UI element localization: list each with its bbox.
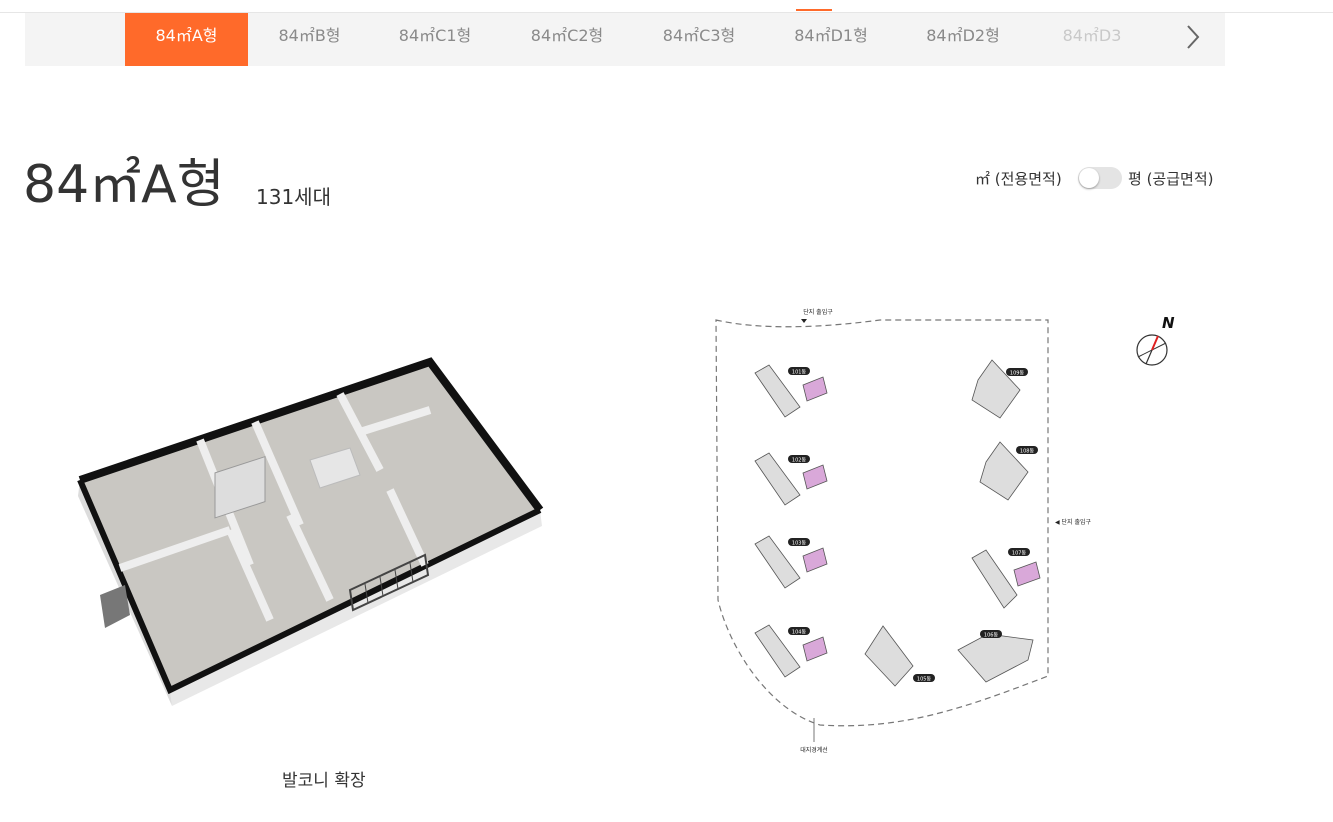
site-right-entrance-label: ◀ 단지 출입구	[1055, 518, 1092, 526]
tab-84b[interactable]: 84㎡B형	[278, 26, 341, 45]
unit-toggle-switch[interactable]	[1078, 167, 1122, 189]
tab-84d2[interactable]: 84㎡D2형	[926, 26, 1000, 45]
tab-84c1[interactable]: 84㎡C1형	[398, 26, 472, 45]
svg-text:105동: 105동	[917, 677, 932, 683]
svg-text:101동: 101동	[792, 370, 807, 376]
building-105: 105동	[864, 625, 935, 687]
svg-text:104동: 104동	[792, 630, 807, 636]
building-102: 102동	[754, 452, 828, 506]
unit-type-tabs: 84㎡A형 84㎡B형 84㎡C1형 84㎡C2형 84㎡C3형 84㎡D1형 …	[25, 13, 1225, 66]
building-108: 108동	[979, 441, 1038, 501]
page-title: 84㎡A형	[23, 155, 225, 215]
building-109: 109동	[971, 359, 1028, 419]
tab-84d1[interactable]: 84㎡D1형	[794, 26, 868, 45]
floorplan-caption: 발코니 확장	[282, 771, 366, 791]
building-107: 107동	[971, 548, 1041, 609]
svg-text:102동: 102동	[792, 458, 807, 464]
active-marker	[796, 9, 832, 11]
tab-84c3[interactable]: 84㎡C3형	[662, 26, 736, 45]
toggle-knob	[1079, 168, 1099, 188]
unit-label-sqm: ㎡ (전용면적)	[975, 170, 1062, 188]
tab-84c2[interactable]: 84㎡C2형	[530, 26, 604, 45]
chevron-right-icon[interactable]	[1177, 21, 1209, 53]
building-101: 101동	[754, 364, 828, 418]
svg-text:N: N	[1162, 314, 1175, 332]
svg-text:108동: 108동	[1020, 449, 1035, 455]
site-top-entrance-label: 단지 출입구	[803, 308, 833, 316]
svg-text:103동: 103동	[792, 541, 807, 547]
building-103: 103동	[754, 535, 828, 589]
svg-text:106동: 106동	[984, 633, 999, 639]
svg-text:107동: 107동	[1012, 551, 1027, 557]
building-104: 104동	[754, 624, 828, 678]
north-compass-icon: N	[1136, 314, 1175, 366]
building-106: 106동	[957, 630, 1034, 683]
floorplan-3d-image	[77, 357, 544, 706]
tab-84a[interactable]: 84㎡A형	[125, 13, 248, 66]
unit-label-pyeong: 평 (공급면적)	[1128, 170, 1214, 188]
top-divider	[0, 12, 1333, 13]
svg-text:109동: 109동	[1010, 371, 1025, 377]
household-count: 131세대	[256, 185, 331, 209]
site-boundary-label: 대지경계선	[800, 746, 828, 754]
tab-84d3[interactable]: 84㎡D3	[1062, 26, 1122, 45]
site-plan-image: 단지 출입구 ◀ 단지 출입구 대지경계선 101동 102동 103동 104…	[715, 308, 1092, 754]
